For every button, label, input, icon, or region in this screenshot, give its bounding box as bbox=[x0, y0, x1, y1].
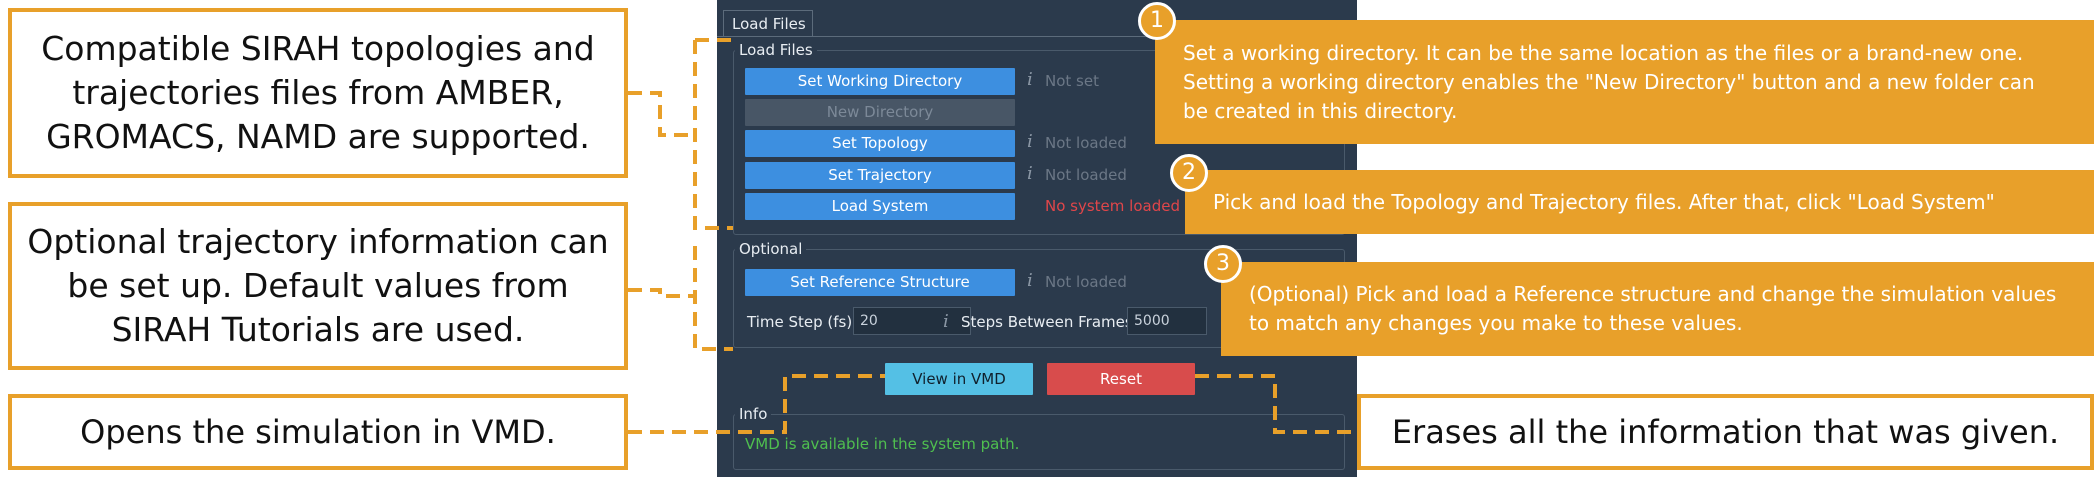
set-topology-button[interactable]: Set Topology bbox=[745, 130, 1015, 157]
reset-button[interactable]: Reset bbox=[1047, 363, 1195, 395]
steps-between-frames-label: Steps Between Frames bbox=[961, 313, 1133, 331]
step-2-callout: Pick and load the Topology and Trajector… bbox=[1185, 170, 2094, 234]
system-status: No system loaded bbox=[1045, 197, 1180, 215]
callout-optional-info-text: Optional trajectory information can be s… bbox=[27, 222, 609, 349]
callout-opens-vmd: Opens the simulation in VMD. bbox=[8, 394, 628, 470]
info-group bbox=[733, 414, 1345, 470]
callout-erases: Erases all the information that was give… bbox=[1357, 394, 2094, 470]
trajectory-info-icon[interactable]: i bbox=[1027, 163, 1033, 184]
info-group-label: Info bbox=[735, 405, 772, 423]
working-directory-status: Not set bbox=[1045, 72, 1099, 90]
time-step-input[interactable]: 20 bbox=[853, 307, 971, 335]
callout-opens-vmd-text: Opens the simulation in VMD. bbox=[80, 413, 556, 451]
callout-optional-info: Optional trajectory information can be s… bbox=[8, 202, 628, 370]
callout-erases-text: Erases all the information that was give… bbox=[1391, 413, 2060, 451]
set-reference-structure-button[interactable]: Set Reference Structure bbox=[745, 269, 1015, 296]
step-3-callout: (Optional) Pick and load a Reference str… bbox=[1221, 262, 2094, 356]
connector-optional bbox=[628, 246, 733, 351]
tab-load-files[interactable]: Load Files bbox=[723, 10, 813, 36]
vmd-status-message: VMD is available in the system path. bbox=[745, 435, 1020, 453]
set-working-directory-button[interactable]: Set Working Directory bbox=[745, 68, 1015, 95]
set-trajectory-button[interactable]: Set Trajectory bbox=[745, 162, 1015, 189]
reference-status: Not loaded bbox=[1045, 273, 1127, 291]
step-2-text: Pick and load the Topology and Trajector… bbox=[1213, 189, 1995, 214]
callout-supported-files: Compatible SIRAH topologies and trajecto… bbox=[8, 8, 628, 178]
tab-divider bbox=[717, 36, 1357, 37]
step-2-badge: 2 bbox=[1170, 154, 1208, 192]
step-3-badge: 3 bbox=[1204, 245, 1242, 283]
optional-group-label: Optional bbox=[735, 240, 807, 258]
reference-info-icon[interactable]: i bbox=[1027, 270, 1033, 291]
working-directory-info-icon[interactable]: i bbox=[1027, 69, 1033, 90]
new-directory-button[interactable]: New Directory bbox=[745, 99, 1015, 126]
topology-status: Not loaded bbox=[1045, 134, 1127, 152]
step-1-callout: Set a working directory. It can be the s… bbox=[1155, 20, 2094, 144]
load-files-group-label: Load Files bbox=[735, 41, 817, 59]
step-1-badge: 1 bbox=[1138, 2, 1176, 40]
connector-supported-files bbox=[628, 40, 733, 230]
steps-info-icon[interactable]: i bbox=[943, 311, 949, 332]
callout-supported-files-text: Compatible SIRAH topologies and trajecto… bbox=[41, 29, 595, 156]
view-in-vmd-button[interactable]: View in VMD bbox=[885, 363, 1033, 395]
time-step-label: Time Step (fs) bbox=[747, 313, 853, 331]
connector-vmd bbox=[628, 374, 885, 434]
step-3-text: (Optional) Pick and load a Reference str… bbox=[1249, 282, 2057, 335]
step-1-text: Set a working directory. It can be the s… bbox=[1183, 40, 2035, 123]
load-system-button[interactable]: Load System bbox=[745, 193, 1015, 220]
steps-between-frames-input[interactable]: 5000 bbox=[1127, 307, 1207, 335]
trajectory-status: Not loaded bbox=[1045, 166, 1127, 184]
connector-reset bbox=[1195, 374, 1357, 434]
topology-info-icon[interactable]: i bbox=[1027, 131, 1033, 152]
